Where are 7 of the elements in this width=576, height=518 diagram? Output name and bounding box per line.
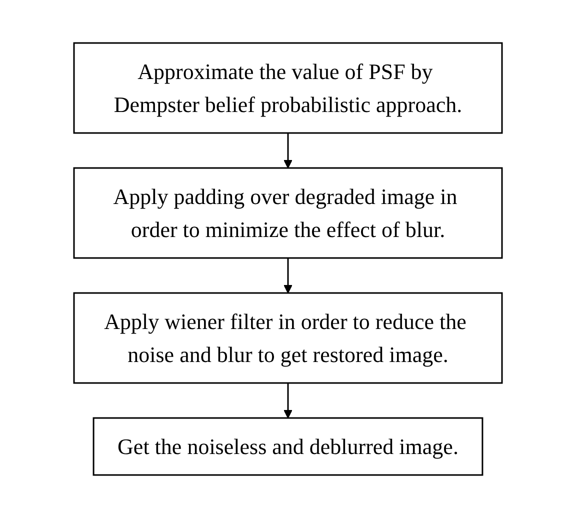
node-box: Apply wiener filter in order to reduce the noise and blur to get restored image.: [73, 292, 503, 384]
node-box: Approximate the value of PSF by Dempster belief probabilistic approach.: [73, 42, 503, 134]
node-box: Apply padding over degraded image in order to minimize the effect of blur.: [73, 167, 503, 259]
arrow: [284, 258, 292, 294]
arrow: [284, 133, 292, 168]
arrow: [284, 383, 292, 418]
node-box: Get the noiseless and deblurred image.: [92, 417, 484, 476]
